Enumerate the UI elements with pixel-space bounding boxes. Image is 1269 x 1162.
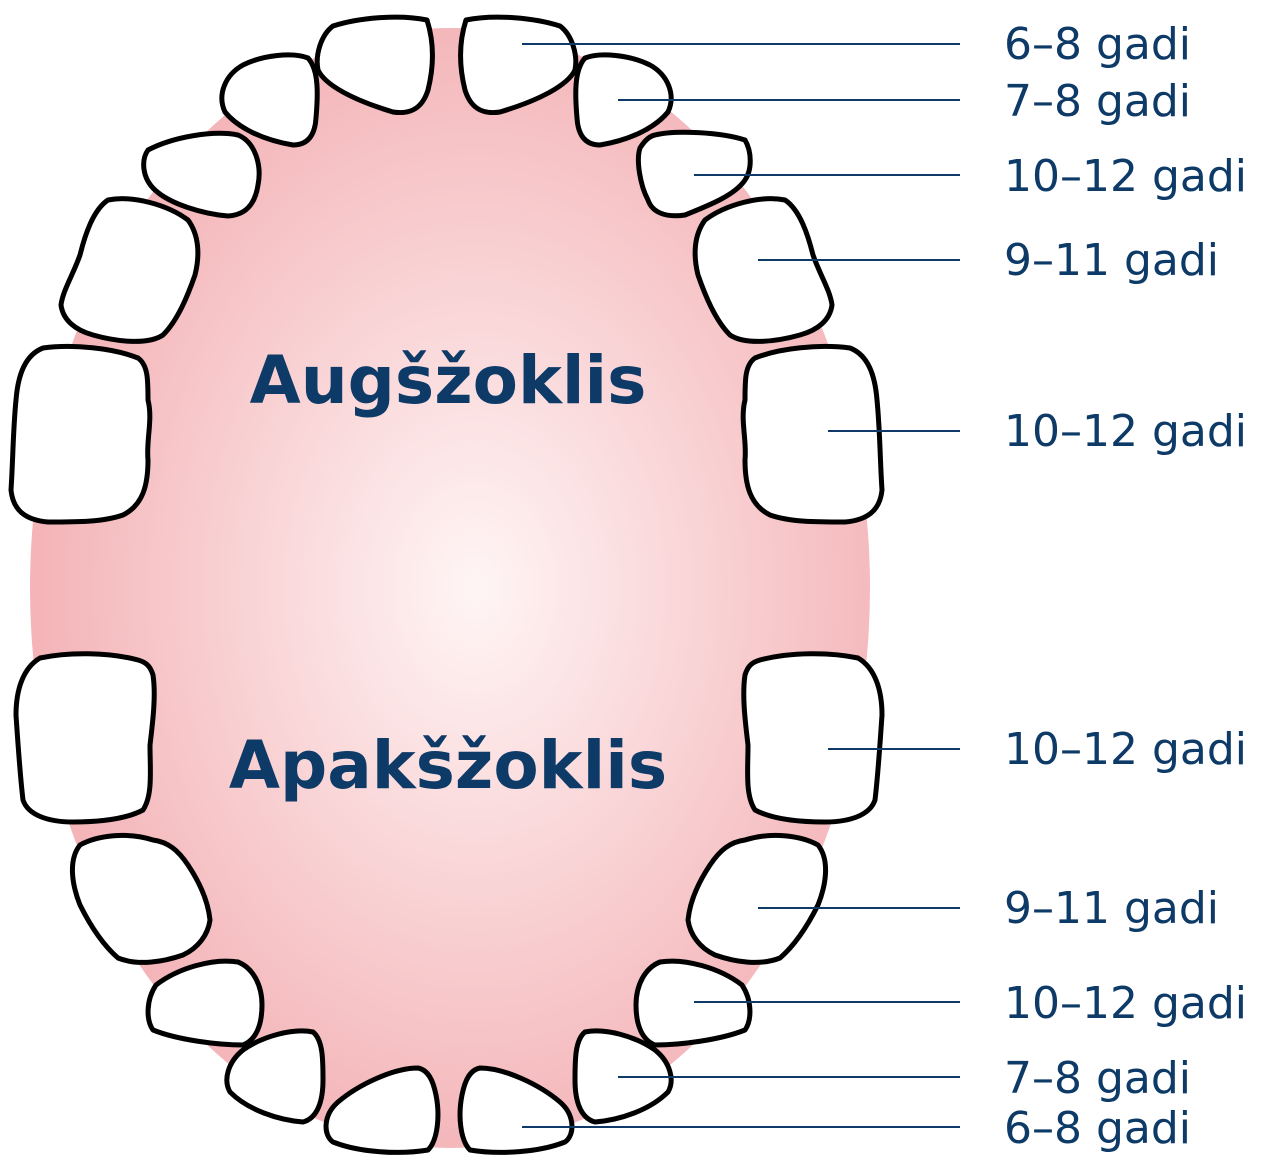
age-label-lower-central-incisor: 6–8 gadi (1004, 1103, 1191, 1154)
upper-jaw-label: Augšžoklis (250, 342, 647, 419)
age-label-lower-first-premolar: 9–11 gadi (1004, 883, 1219, 934)
palate-area (30, 28, 870, 1148)
tooth-lower-right-first-molar (744, 654, 882, 822)
age-label-upper-canine: 10–12 gadi (1004, 151, 1247, 202)
tooth-lower-left-first-molar (16, 654, 154, 822)
age-label-lower-first-molar: 10–12 gadi (1004, 724, 1247, 775)
tooth-upper-right-first-molar (743, 346, 882, 522)
age-label-lower-lateral-incisor: 7–8 gadi (1004, 1053, 1191, 1104)
age-label-upper-first-premolar: 9–11 gadi (1004, 235, 1219, 286)
tooth-upper-left-first-molar (11, 346, 150, 522)
age-label-upper-lateral-incisor: 7–8 gadi (1004, 76, 1191, 127)
tooth-upper-left-first-premolar (61, 199, 198, 342)
age-label-upper-central-incisor: 6–8 gadi (1004, 19, 1191, 70)
tooth-upper-right-first-premolar (695, 199, 832, 342)
age-label-lower-canine: 10–12 gadi (1004, 978, 1247, 1029)
lower-jaw-label: Apakšžoklis (229, 727, 667, 804)
age-label-upper-first-molar: 10–12 gadi (1004, 406, 1247, 457)
